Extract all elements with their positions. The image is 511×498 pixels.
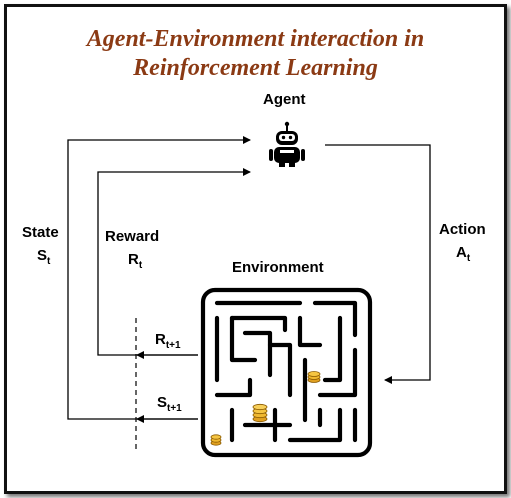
next-state-symbol: St+1 (157, 394, 182, 414)
title-line-1: Agent-Environment interaction in (86, 26, 425, 52)
maze-icon (200, 287, 373, 458)
reward-label: Reward (105, 228, 160, 245)
environment-label: Environment (232, 259, 324, 276)
action-label: Action (439, 221, 486, 238)
agent-label: Agent (263, 91, 306, 108)
action-arrow-line (325, 144, 431, 384)
state-label: State (22, 224, 59, 241)
state-arrow-line (67, 136, 251, 420)
state-symbol: St (37, 247, 51, 267)
coin-stack-icon (210, 371, 321, 446)
title-line-2: Reinforcement Learning (133, 55, 378, 81)
reward-arrow-line (97, 168, 251, 356)
reward-symbol: Rt (128, 251, 143, 271)
action-symbol: At (456, 244, 471, 264)
next-reward-symbol: Rt+1 (155, 331, 181, 351)
robot-icon (269, 121, 305, 167)
